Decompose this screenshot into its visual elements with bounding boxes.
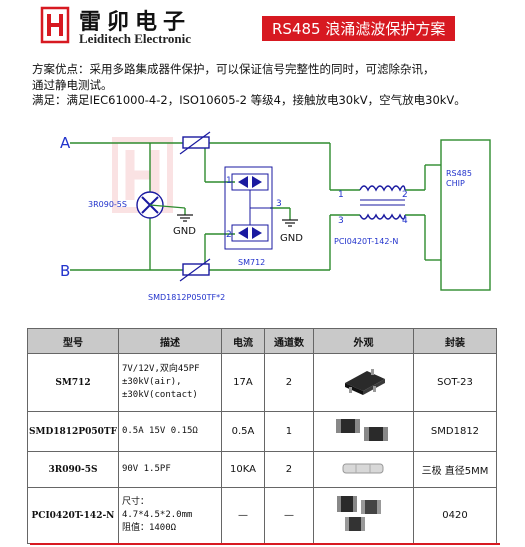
brand-name-en: Leiditech Electronic — [79, 31, 192, 46]
spec-table: 型号 描述 电流 通道数 外观 封装 SM712 7V/12V,双向45PF ±… — [27, 328, 498, 544]
channels-cell: 2 — [263, 451, 314, 488]
package-cell: 0420 — [412, 487, 498, 544]
table-row: 3R090-5S 90V 1.5PF 10KA 2 三极 直径5MM — [27, 451, 498, 488]
model-cell: SMD1812P050TF — [27, 411, 119, 452]
current-cell: 0.5A — [220, 411, 265, 452]
column-header: 通道数 — [263, 328, 314, 354]
label-pin1: 1 — [226, 176, 232, 186]
label-gdt: 3R090-5S — [88, 200, 127, 209]
description-line: 满足：满足IEC61000-4-2，ISO10605-2 等级4，接触放电30k… — [32, 93, 466, 107]
ground-symbol — [177, 214, 193, 222]
label-pin2: 2 — [226, 230, 232, 240]
description: 方案优点：采用多路集成器件保护，可以保证信号完整性的同时，可滤除杂讯， 通过静电… — [32, 62, 507, 109]
description-line: 通过静电测试。 — [32, 77, 113, 92]
column-header: 型号 — [27, 328, 119, 354]
page-title: RS485 浪涌滤波保护方案 — [262, 16, 456, 41]
desc-line: 尺寸： — [121, 497, 149, 507]
label-line-a: A — [60, 134, 71, 152]
current-cell: — — [220, 487, 265, 544]
desc-line: ±30kV(contact) — [121, 390, 198, 400]
label-choke-pin1: 1 — [338, 190, 344, 200]
desc-line: 90V 1.5PF — [121, 464, 171, 474]
logo — [40, 6, 70, 44]
label-choke: PCI0420T-142-N — [334, 237, 398, 246]
wires — [70, 142, 426, 271]
label-line-b: B — [60, 262, 70, 280]
appearance-cell — [312, 451, 414, 488]
desc-cell: 90V 1.5PF — [117, 451, 222, 488]
table-row: SMD1812P050TF 0.5A 15V 0.15Ω 0.5A 1 SMD1… — [27, 411, 498, 452]
desc-line: 0.5A 15V 0.15Ω — [121, 426, 198, 436]
model-cell: 3R090-5S — [27, 451, 119, 488]
bottom-divider — [30, 543, 500, 545]
label-gnd: GND — [173, 226, 196, 237]
table-row: SM712 7V/12V,双向45PF ±30kV(air), ±30kV(co… — [27, 353, 498, 412]
description-line: 方案优点：采用多路集成器件保护，可以保证信号完整性的同时，可滤除杂讯， — [32, 62, 435, 76]
gdt-component — [136, 191, 186, 219]
circuit-diagram: A B 3R090-5S GND — [60, 131, 491, 302]
label-choke-pin2: 2 — [402, 190, 408, 200]
package-cell: 三极 直径5MM — [412, 451, 498, 488]
label-choke-pin3: 3 — [338, 216, 344, 226]
sot23-package-icon — [345, 369, 386, 395]
rs485-chip — [440, 139, 491, 291]
column-header: 封装 — [412, 328, 498, 354]
column-header: 电流 — [220, 328, 265, 354]
label-chip: CHIP — [446, 179, 465, 188]
channels-cell: 1 — [263, 411, 314, 452]
label-gnd: GND — [280, 233, 303, 244]
current-cell: 10KA — [220, 451, 265, 488]
appearance-cell — [312, 487, 414, 544]
label-tvs: SMD1812P050TF*2 — [148, 293, 225, 302]
choke-component — [359, 185, 406, 220]
desc-cell: 7V/12V,双向45PF ±30kV(air), ±30kV(contact) — [117, 353, 222, 412]
desc-cell: 尺寸： 4.7*4.5*2.0mm 阻值：1400Ω — [117, 487, 222, 544]
smd1812-package-icon — [336, 419, 389, 441]
model-cell: PCI0420T-142-N — [27, 487, 119, 544]
tvs-bottom — [179, 258, 211, 282]
sm712-component — [224, 166, 273, 250]
column-header: 描述 — [117, 328, 222, 354]
desc-line: ±30kV(air), — [121, 377, 182, 387]
package-cell: SOT-23 — [412, 353, 498, 412]
appearance-cell — [312, 411, 414, 452]
desc-line: 7V/12V,双向45PF — [121, 364, 200, 374]
label-pin3: 3 — [276, 199, 282, 209]
label-sm712: SM712 — [238, 258, 265, 267]
gdt-package-icon — [342, 463, 384, 474]
label-chip: RS485 — [446, 169, 472, 178]
current-cell: 17A — [220, 353, 265, 412]
label-choke-pin4: 4 — [402, 216, 408, 226]
model-cell: SM712 — [27, 353, 119, 412]
channels-cell: 2 — [263, 353, 314, 412]
table-row: PCI0420T-142-N 尺寸： 4.7*4.5*2.0mm 阻值：1400… — [27, 487, 498, 544]
package-cell: SMD1812 — [412, 411, 498, 452]
channels-cell: — — [263, 487, 314, 544]
table-header-row: 型号 描述 电流 通道数 外观 封装 — [27, 328, 498, 354]
logo-icon — [40, 6, 70, 44]
inductor-package-icon — [337, 496, 382, 531]
desc-cell: 0.5A 15V 0.15Ω — [117, 411, 222, 452]
column-header: 外观 — [312, 328, 414, 354]
brand-name-cn: 雷卯电子 — [79, 9, 192, 35]
tvs-top — [179, 131, 211, 155]
desc-line: 4.7*4.5*2.0mm — [121, 510, 193, 520]
ground-symbol — [282, 219, 298, 227]
appearance-cell — [312, 353, 414, 412]
desc-line: 阻值：1400Ω — [121, 523, 177, 533]
